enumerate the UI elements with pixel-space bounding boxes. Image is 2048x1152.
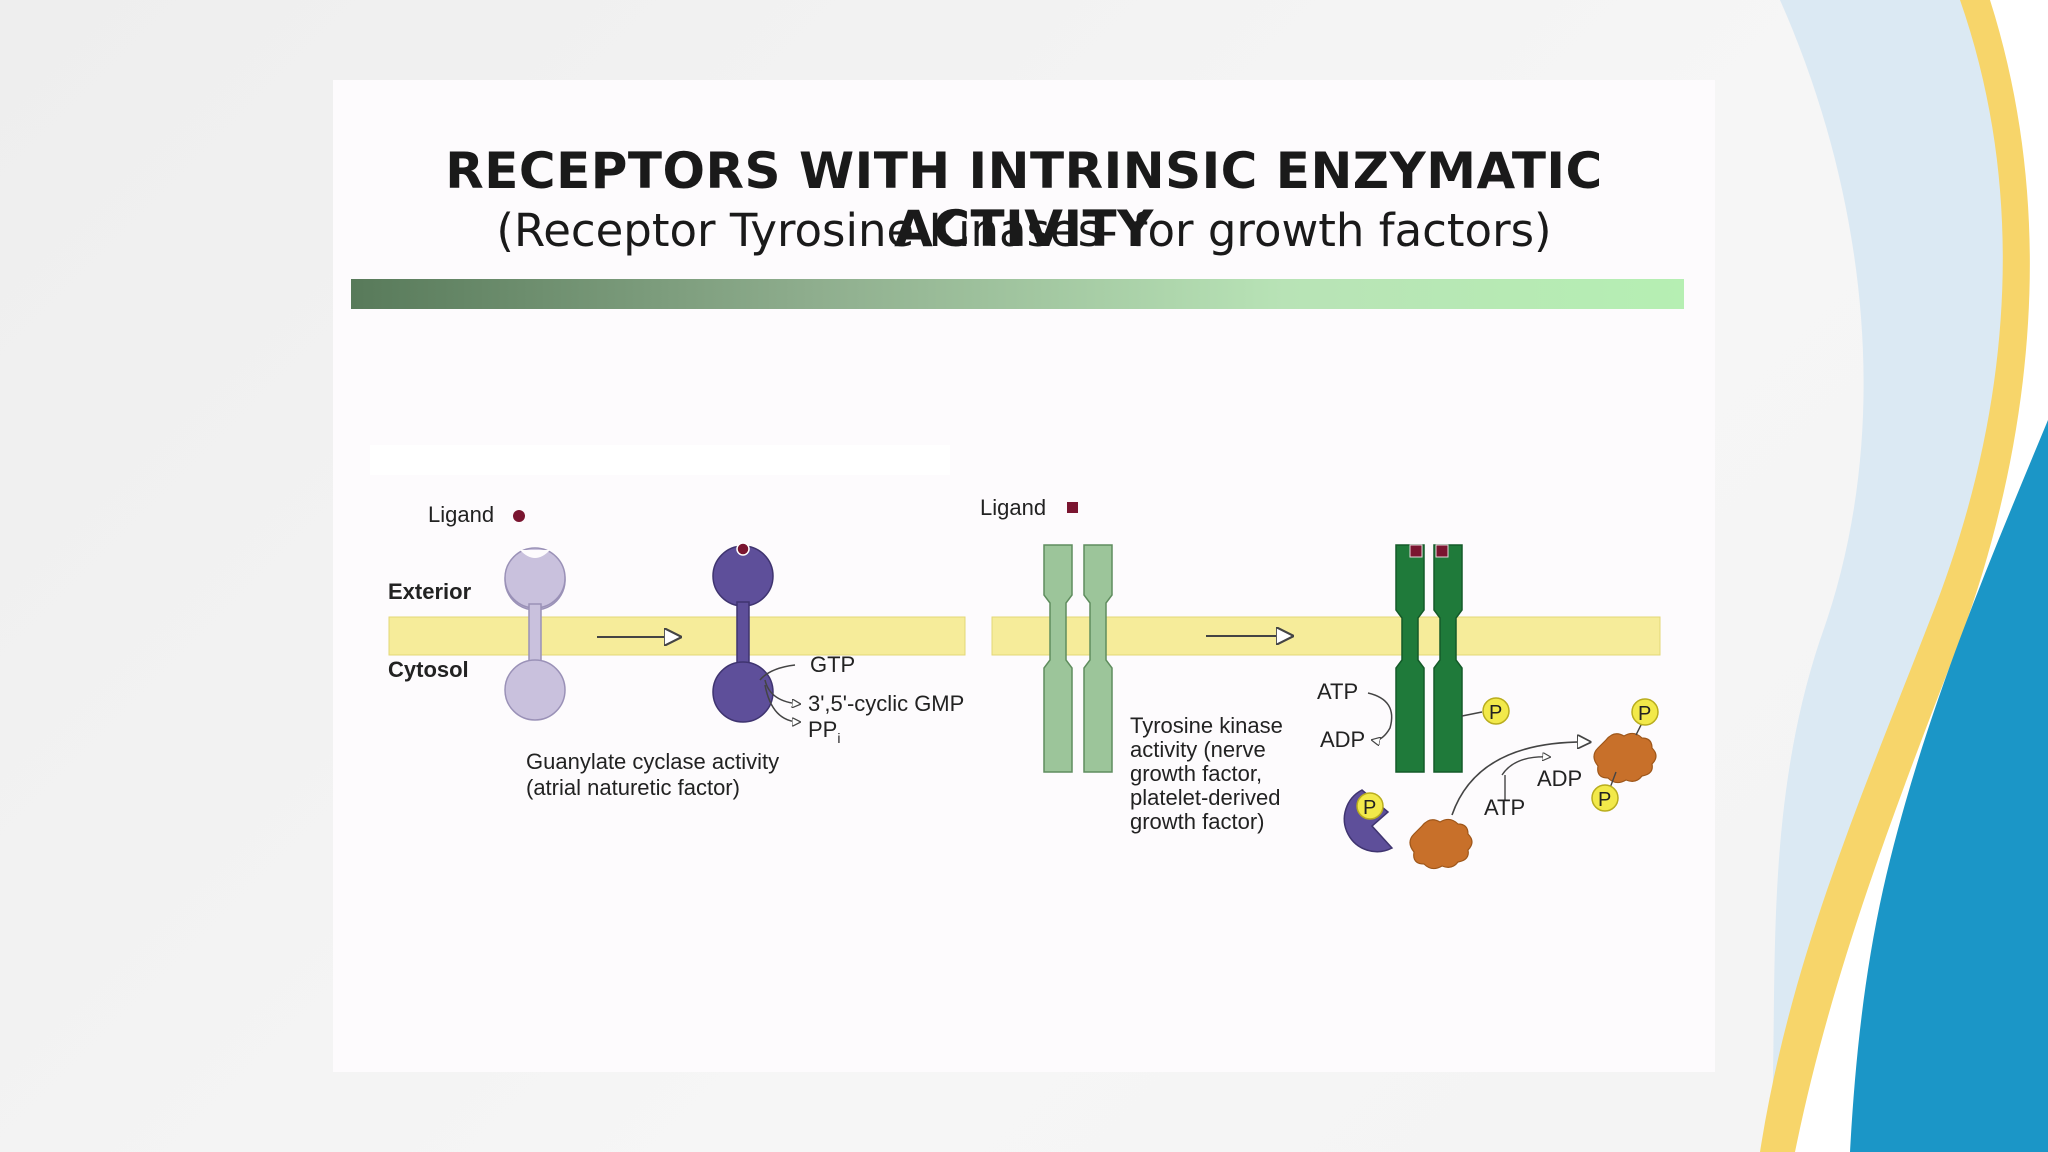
phosphate-substrate-1-label: P (1638, 703, 1651, 725)
phosphate-link-substrate-2 (1609, 771, 1617, 789)
phosphate-substrate-2 (1591, 784, 1619, 812)
phosphate-link-receptor (1461, 711, 1483, 717)
tk-caption-line4: platelet-derived (1130, 785, 1280, 810)
atp-label-2: ATP (1484, 795, 1525, 820)
tk-caption-line2: activity (nerve (1130, 737, 1266, 762)
ligand-label-left: Ligand (428, 502, 494, 527)
guanylate-caption-line1: Guanylate cyclase activity (526, 749, 779, 774)
ligand-dot-left (513, 510, 525, 522)
guanylate-receptor-inactive (504, 547, 566, 721)
wave-blue (1850, 420, 2048, 1152)
bound-ligand-left (736, 542, 750, 556)
adp-release-arrow (1501, 757, 1550, 776)
autophosphorylation-arrow (1367, 692, 1393, 740)
substrate-protein-phosphorylated (1593, 732, 1657, 784)
slide-subtitle: (Receptor Tyrosine Kinases- for growth f… (496, 204, 1552, 257)
ppi-arrow (764, 684, 800, 722)
ligand-square-right (1067, 502, 1078, 513)
gtp-arrow (759, 664, 796, 681)
tk-receptor-inactive (1043, 544, 1113, 773)
cytosol-label: Cytosol (388, 657, 469, 682)
phosphate-substrate-1 (1631, 698, 1659, 726)
tk-caption-line3: growth factor, (1130, 761, 1262, 786)
phosphate-receptor (1482, 697, 1510, 725)
ligand-cleft-inactive (520, 550, 550, 558)
phosphate-adapter-label: P (1363, 797, 1376, 819)
cgmp-arrow (764, 679, 800, 704)
gtp-label: GTP (810, 652, 855, 677)
atp-label-1: ATP (1317, 679, 1358, 704)
ligand-label-right: Ligand (980, 495, 1046, 520)
ppi-subscript: i (837, 730, 840, 746)
gradient-divider-bar (351, 279, 1684, 309)
adp-label-1: ADP (1320, 727, 1365, 752)
substrate-phosphorylation-arrow (1451, 742, 1590, 816)
tk-caption-line5: growth factor) (1130, 809, 1265, 834)
guanylate-receptor-active (712, 545, 774, 723)
exterior-label: Exterior (388, 579, 472, 604)
guanylate-caption-line2: (atrial naturetic factor) (526, 775, 740, 800)
tk-receptor-active (1395, 544, 1463, 773)
ppi-label: PPi (808, 717, 840, 746)
slide-title: RECEPTORS WITH INTRINSIC ENZYMATIC ACTIV… (445, 142, 1603, 258)
bound-ligand-right-2 (1435, 544, 1449, 558)
cgmp-label: 3',5'-cyclic GMP (808, 691, 964, 716)
substrate-protein (1409, 818, 1473, 870)
adp-label-2: ADP (1537, 766, 1582, 791)
faint-strip (370, 445, 950, 475)
phosphate-substrate-2-label: P (1598, 789, 1611, 811)
tk-caption-line1: Tyrosine kinase (1130, 713, 1283, 738)
bound-ligand-right-1 (1409, 544, 1423, 558)
phosphate-receptor-label: P (1489, 702, 1502, 724)
phosphate-adapter (1356, 792, 1384, 820)
